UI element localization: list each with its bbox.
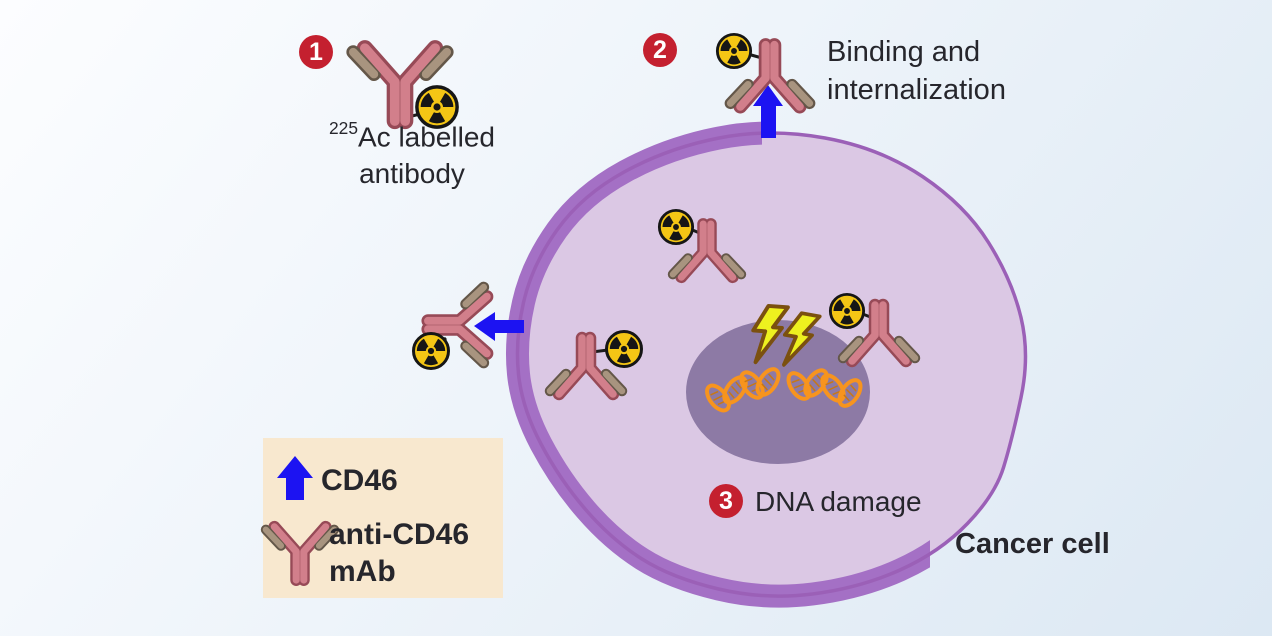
radioactive-icon <box>828 292 866 330</box>
legend-box: CD46 anti-CD46 mAb <box>263 438 503 598</box>
cancer-cell-label: Cancer cell <box>955 528 1110 560</box>
radiolabeled-antibody <box>412 287 487 370</box>
legend-mab-label-line2: mAb <box>329 555 396 588</box>
radioactive-icon <box>715 32 753 70</box>
legend-mab-label-line1: anti-CD46 <box>329 518 470 551</box>
step-number: 2 <box>653 35 667 64</box>
cd46-arrow-icon <box>474 312 524 341</box>
radiolabeled-antibody <box>715 32 809 106</box>
cd46-arrow-icon <box>753 85 783 138</box>
legend-cd46-label: CD46 <box>321 464 398 497</box>
isotope-superscript: 225 <box>329 118 358 139</box>
step-badge-2: 2 <box>643 33 677 67</box>
step-badge-3: 3 <box>709 484 743 518</box>
radioactive-icon <box>605 330 643 368</box>
step-number: 3 <box>719 486 733 515</box>
dna-icon <box>705 367 863 413</box>
radioactive-icon <box>412 332 450 370</box>
step-badge-1: 1 <box>299 35 333 69</box>
radiolabeled-antibody <box>550 330 643 395</box>
radiolabeled-antibody <box>828 292 915 361</box>
cell-nucleus <box>686 320 870 464</box>
step-number: 1 <box>309 37 323 66</box>
radioactive-icon <box>657 208 695 246</box>
radiolabeled-antibody <box>353 48 459 127</box>
radiolabeled-antibody <box>657 208 741 277</box>
step1-label: 225Ac labelled antibody <box>329 118 495 190</box>
cancer-cell <box>517 133 1028 596</box>
cd46-arrow-icon <box>277 456 313 500</box>
step2-label: Binding and internalization <box>827 36 1006 106</box>
step3-label: DNA damage <box>755 486 922 517</box>
